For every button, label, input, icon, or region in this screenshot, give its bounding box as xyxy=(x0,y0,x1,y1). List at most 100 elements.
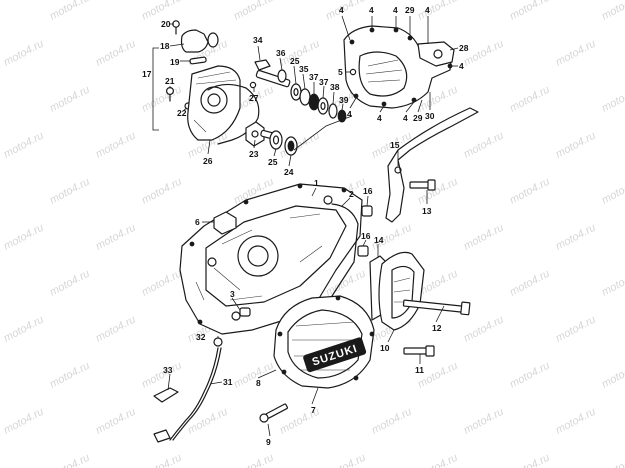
callout-4-g: 4 xyxy=(377,113,382,123)
cover-face xyxy=(287,309,363,379)
crankcase-bolt-b xyxy=(243,199,249,205)
watermark-text: moto4.ru xyxy=(508,452,552,468)
callout-25-lower: 25 xyxy=(268,157,278,167)
water-pump-group xyxy=(152,20,260,145)
bolt-12-head xyxy=(460,301,471,316)
crankcase-main-bore xyxy=(237,235,279,277)
leader-lines xyxy=(167,15,459,437)
crankcase-bolt-c xyxy=(297,183,303,189)
callout-22: 22 xyxy=(177,108,187,118)
callout-4-d: 4 xyxy=(425,5,430,15)
callout-14: 14 xyxy=(374,235,384,245)
watermark-text: moto4.ru xyxy=(554,38,598,69)
watermark-text: moto4.ru xyxy=(232,452,276,468)
callout-26: 26 xyxy=(203,156,213,166)
callout-35: 35 xyxy=(299,64,309,74)
callout-24: 24 xyxy=(284,167,294,177)
watermark-text: moto4.ru xyxy=(370,406,414,437)
pump-shaft-group xyxy=(245,59,347,156)
callout-33: 33 xyxy=(163,365,173,375)
callout-20: 20 xyxy=(161,19,171,29)
callout-1: 1 xyxy=(314,178,319,188)
callout-8: 8 xyxy=(256,378,261,388)
watermark-text: moto4.ru xyxy=(508,0,552,23)
watermark-text: moto4.ru xyxy=(324,452,368,468)
thermostat-cap-18 xyxy=(180,29,209,53)
watermark-text: moto4.ru xyxy=(94,222,138,253)
cover-bolt-a xyxy=(349,39,355,45)
watermark-text: moto4.ru xyxy=(94,38,138,69)
watermark-text: moto4.ru xyxy=(416,176,460,207)
pump-housing-hub xyxy=(207,93,221,107)
watermark-text: moto4.ru xyxy=(508,268,552,299)
gasket-26 xyxy=(207,83,260,145)
cover-bolt-b xyxy=(369,27,375,33)
callout-29-lower: 29 xyxy=(413,113,423,123)
callout-17: 17 xyxy=(142,69,152,79)
callout-36: 36 xyxy=(276,48,286,58)
watermark-text: moto4.ru xyxy=(462,314,506,345)
screw-5 xyxy=(349,68,357,76)
screw-21 xyxy=(166,86,175,95)
watermark-text: moto4.ru xyxy=(94,130,138,161)
watermark-text: moto4.ru xyxy=(48,176,92,207)
seal-24-inner xyxy=(287,140,295,152)
watermark-text: moto4.ru xyxy=(554,406,598,437)
screw-9-head xyxy=(259,413,269,423)
watermark-text: moto4.ru xyxy=(554,314,598,345)
callout-15: 15 xyxy=(390,140,400,150)
pump-housing xyxy=(187,65,241,141)
cover-boss-28 xyxy=(417,41,455,67)
callout-19: 19 xyxy=(170,57,180,67)
cover-bolt-h xyxy=(411,97,417,103)
bolt-13-shank xyxy=(409,181,431,189)
watermark-text: moto4.ru xyxy=(508,176,552,207)
watermark-text: moto4.ru xyxy=(140,360,184,391)
crankcase-group xyxy=(179,183,363,335)
clip-32 xyxy=(213,337,223,347)
cover-boss-hole xyxy=(433,49,443,59)
callout-10: 10 xyxy=(380,343,390,353)
watermark-text: moto4.ru xyxy=(2,130,46,161)
callout-25-upper: 25 xyxy=(290,56,300,66)
generator-cover-group: SUZUKI xyxy=(273,295,375,389)
callout-12: 12 xyxy=(432,323,442,333)
clutch-cover-group xyxy=(343,25,455,109)
watermark-text: moto4.ru xyxy=(508,84,552,115)
assembly-link xyxy=(293,115,353,151)
watermark-text: moto4.ru xyxy=(508,360,552,391)
dowel-16b xyxy=(357,245,369,257)
clutch-cover-recess xyxy=(358,51,408,97)
gear-23 xyxy=(245,121,265,147)
side-plate-group xyxy=(378,251,425,331)
watermark-text: moto4.ru xyxy=(462,222,506,253)
cable-31-edge xyxy=(172,347,222,441)
crankcase-inner xyxy=(205,205,347,307)
watermark-text: moto4.ru xyxy=(232,360,276,391)
watermark-text: moto4.ru xyxy=(600,84,625,115)
bearing-25b-bore xyxy=(272,135,280,145)
watermark-text: moto4.ru xyxy=(232,0,276,23)
crankcase-main-hub xyxy=(247,245,269,267)
crankcase-ribs xyxy=(195,213,323,301)
bolt-11-head xyxy=(425,345,435,357)
bearing-37b-bore xyxy=(320,101,326,110)
cover-bolt-g xyxy=(353,93,359,99)
callout-7: 7 xyxy=(311,405,316,415)
bearing-37b xyxy=(317,97,329,115)
bracket-15 xyxy=(385,107,479,223)
cover-screw-a xyxy=(277,331,283,337)
cover-screw-e xyxy=(353,375,359,381)
impeller-34 xyxy=(254,59,271,71)
callout-4-a: 4 xyxy=(339,5,344,15)
cover-bolt-d xyxy=(407,35,413,41)
callout-3: 3 xyxy=(230,289,235,299)
washer-35 xyxy=(299,88,311,106)
crankcase-boss-b xyxy=(323,195,333,205)
watermark-text: moto4.ru xyxy=(416,452,460,468)
screw-9-shank xyxy=(265,403,289,419)
watermark-text: moto4.ru xyxy=(2,222,46,253)
cable-31 xyxy=(169,347,219,441)
crankcase-bolt-d xyxy=(341,187,347,193)
watermark-text: moto4.ru xyxy=(462,130,506,161)
